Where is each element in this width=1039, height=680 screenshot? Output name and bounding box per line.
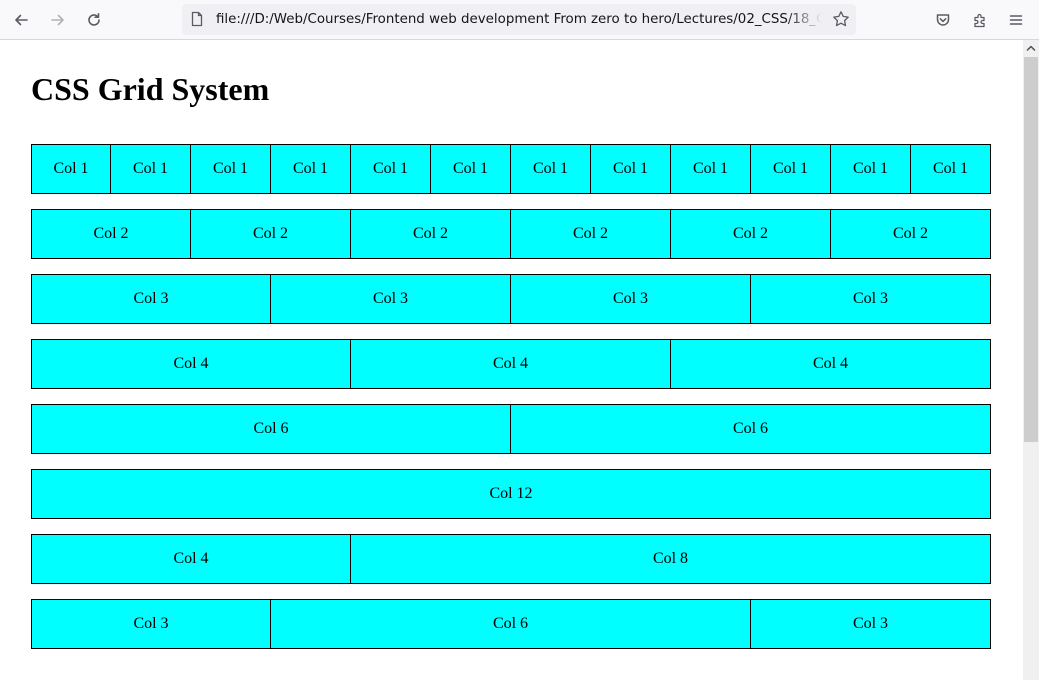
- grid-cell: Col 1: [110, 144, 191, 194]
- grid-cell: Col 3: [31, 274, 271, 324]
- arrow-right-icon: [50, 12, 66, 28]
- grid-cell: Col 4: [31, 534, 351, 584]
- hamburger-menu-icon: [1008, 12, 1024, 28]
- grid-cell: Col 2: [510, 209, 671, 259]
- grid-cell: Col 6: [270, 599, 751, 649]
- grid-cell: Col 3: [750, 599, 991, 649]
- grid-cell: Col 1: [270, 144, 351, 194]
- grid-row: Col 12: [31, 469, 991, 519]
- grid-cell: Col 1: [590, 144, 671, 194]
- grid-cell: Col 3: [510, 274, 751, 324]
- grid-cell: Col 1: [31, 144, 111, 194]
- grid-cell: Col 2: [31, 209, 191, 259]
- extensions-icon: [972, 12, 988, 28]
- grid-cell: Col 3: [750, 274, 991, 324]
- back-button[interactable]: [7, 6, 35, 34]
- scrollbar-thumb[interactable]: [1024, 57, 1038, 442]
- url-text: file:///D:/Web/Courses/Frontend web deve…: [216, 12, 822, 27]
- pocket-button[interactable]: [929, 6, 957, 34]
- address-bar[interactable]: file:///D:/Web/Courses/Frontend web deve…: [182, 4, 856, 35]
- grid-cell: Col 1: [750, 144, 831, 194]
- vertical-scrollbar[interactable]: [1023, 40, 1039, 680]
- forward-button[interactable]: [44, 6, 72, 34]
- browser-toolbar: file:///D:/Web/Courses/Frontend web deve…: [0, 0, 1039, 40]
- grid-cell: Col 8: [350, 534, 991, 584]
- grid-cell: Col 12: [31, 469, 991, 519]
- grid-cell: Col 1: [430, 144, 511, 194]
- grid-cell: Col 2: [670, 209, 831, 259]
- grid-cell: Col 3: [270, 274, 511, 324]
- grid-cell: Col 2: [350, 209, 511, 259]
- grid-cell: Col 4: [31, 339, 351, 389]
- pocket-icon: [935, 12, 951, 28]
- grid-cell: Col 1: [510, 144, 591, 194]
- grid-cell: Col 3: [31, 599, 271, 649]
- reload-button[interactable]: [80, 6, 108, 34]
- grid-cell: Col 1: [670, 144, 751, 194]
- grid-cell: Col 4: [670, 339, 991, 389]
- scroll-up-arrow-icon[interactable]: [1023, 40, 1039, 56]
- page-icon: [190, 11, 204, 31]
- grid-cell: Col 2: [830, 209, 991, 259]
- grid-cell: Col 1: [190, 144, 271, 194]
- grid-cell: Col 1: [830, 144, 911, 194]
- grid-cell: Col 1: [350, 144, 431, 194]
- page-title: CSS Grid System: [31, 71, 270, 107]
- grid-cell: Col 6: [510, 404, 991, 454]
- arrow-left-icon: [13, 12, 29, 28]
- star-icon[interactable]: [832, 10, 850, 32]
- grid-cell: Col 1: [910, 144, 991, 194]
- menu-button[interactable]: [1002, 6, 1030, 34]
- grid-cell: Col 2: [190, 209, 351, 259]
- extensions-button[interactable]: [966, 6, 994, 34]
- grid-cell: Col 4: [350, 339, 671, 389]
- reload-icon: [86, 12, 102, 28]
- grid-cell: Col 6: [31, 404, 511, 454]
